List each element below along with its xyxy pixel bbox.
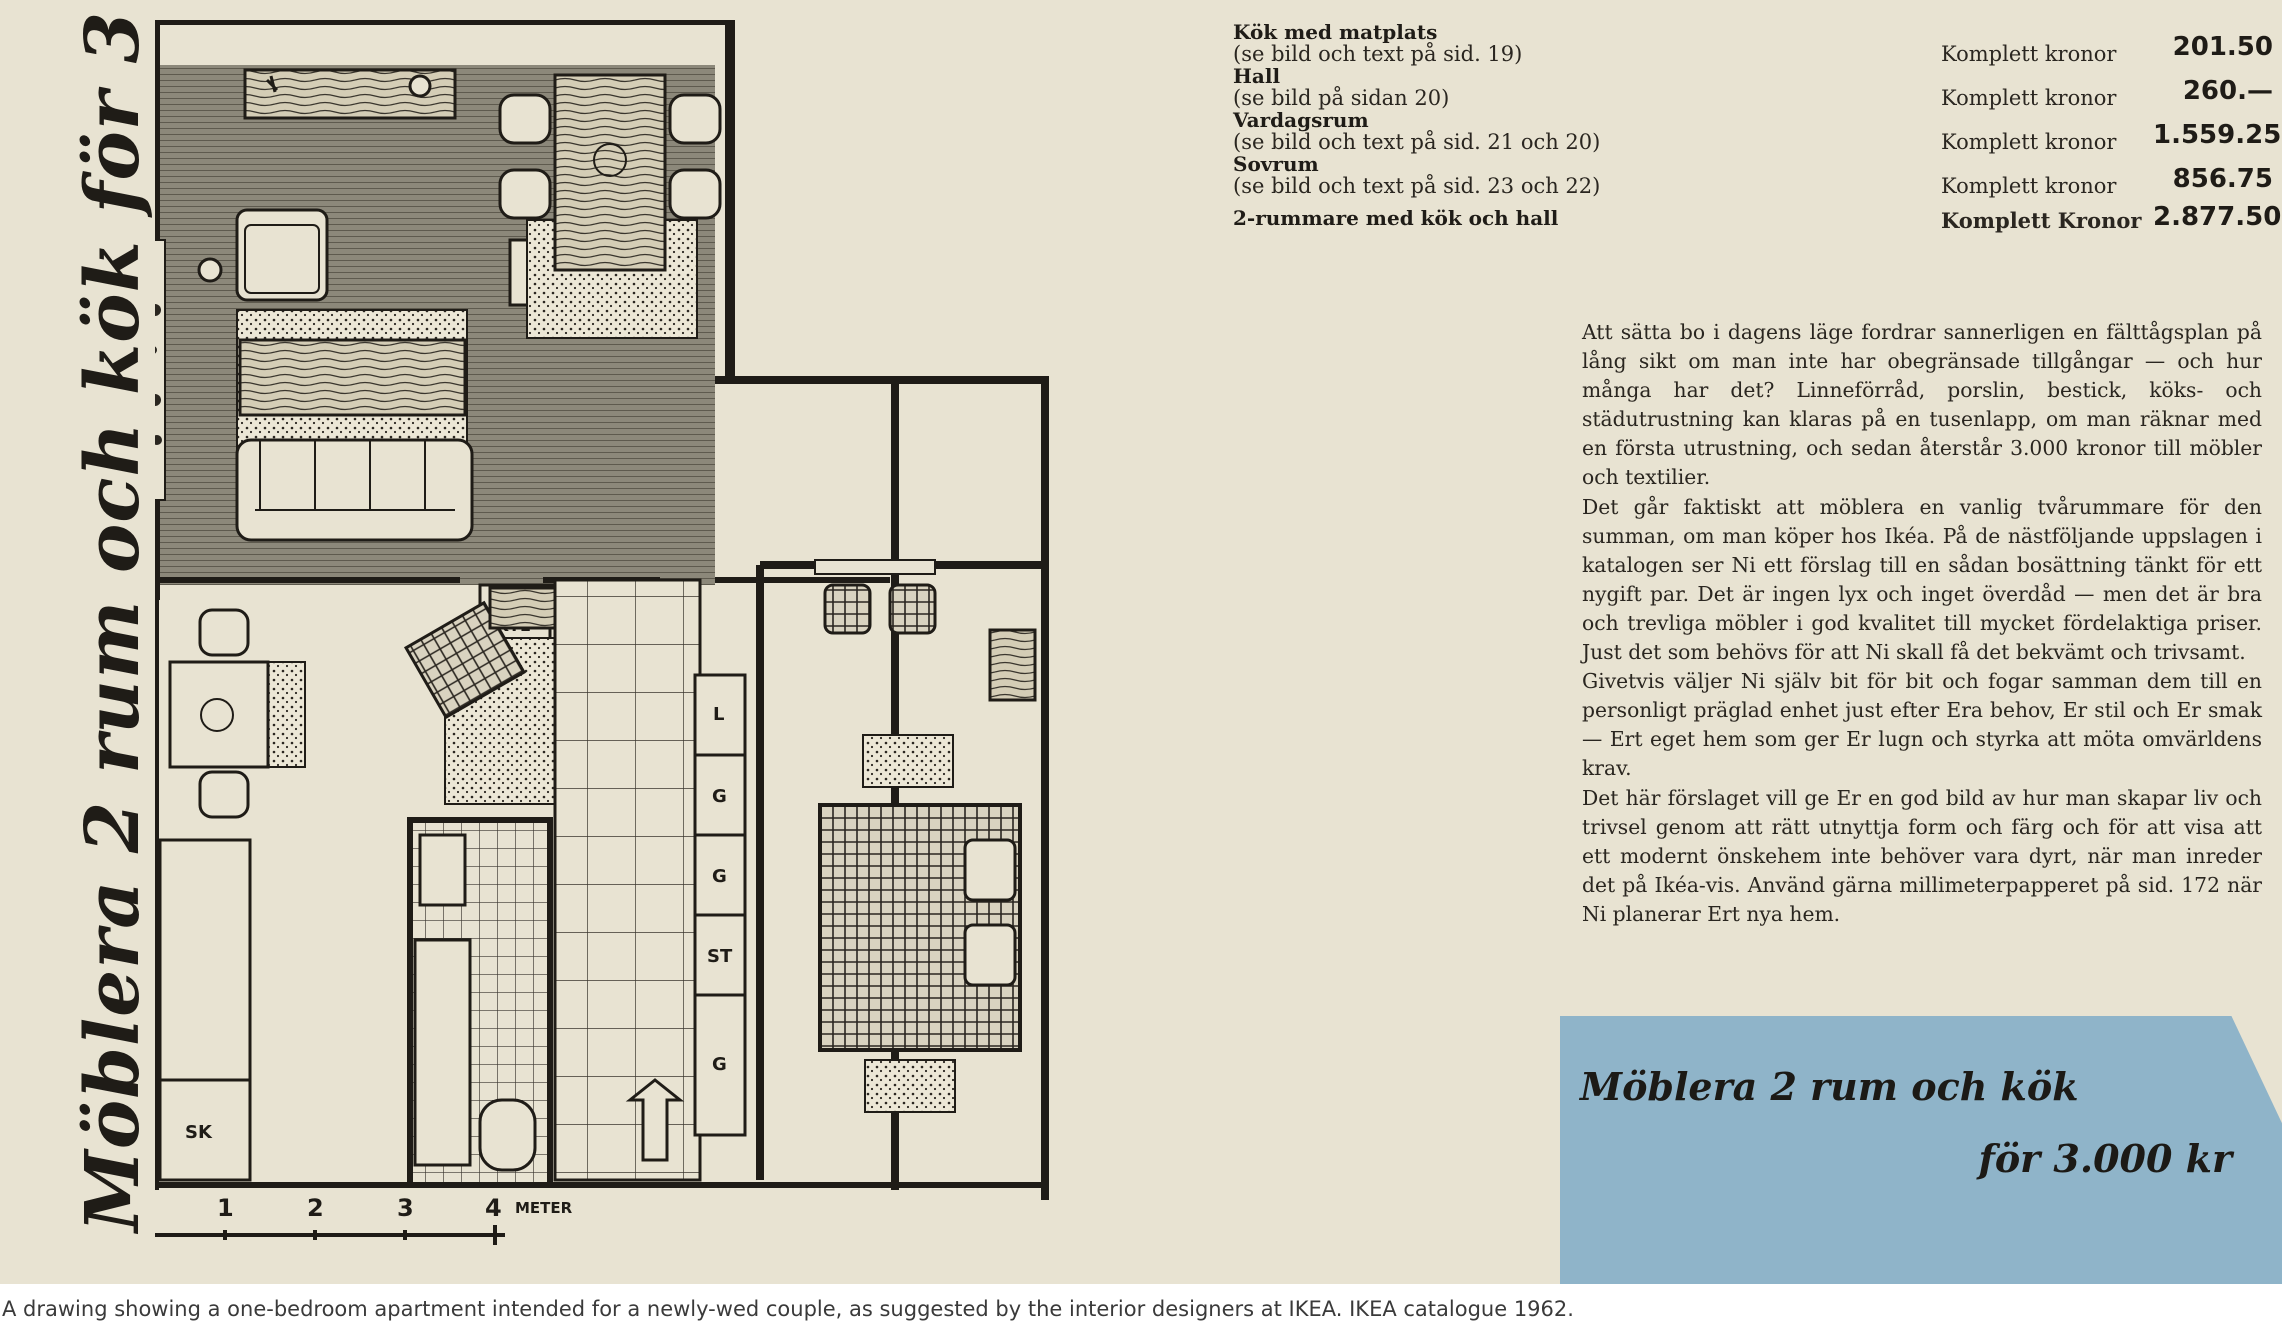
paragraph: Att sätta bo i dagens läge fordrar sanne…	[1582, 320, 2262, 490]
entrance-arrow-icon	[625, 1078, 685, 1162]
price-list: Kök med matplats (se bild och text på si…	[1233, 20, 2282, 238]
scale-tick: 4	[485, 1194, 502, 1222]
paragraph: Det här förslaget vill ge Er en god bild…	[1582, 785, 2262, 926]
closets	[693, 673, 747, 1137]
price-label: Komplett kronor	[1941, 130, 2117, 154]
room-reference: (se bild på sidan 20)	[1233, 86, 1450, 110]
bathtub	[413, 938, 472, 1167]
bedroom-chairs	[823, 583, 937, 635]
total-room-name: 2-rummare med kök och hall	[1233, 206, 1559, 230]
price-total-row: 2-rummare med kök och hall Komplett Kron…	[1233, 202, 2282, 238]
paragraph: Givetvis väljer Ni själv bit för bit och…	[1582, 669, 2262, 781]
price-label: Komplett kronor	[1941, 174, 2117, 198]
scale-tick: 2	[307, 1194, 324, 1222]
room-name: Kök med matplats	[1233, 20, 1438, 44]
living-room-walls	[155, 20, 735, 600]
dining-chair	[498, 93, 552, 145]
catalogue-page: Möblera 2 rum och kök för 3 000 kr.	[0, 0, 2282, 1284]
price-value: 856.75	[2172, 164, 2273, 194]
price-value: 201.50	[2172, 32, 2273, 62]
vertical-title: Möblera 2 rum och kök för 3 000 kr.	[70, 0, 156, 1232]
dining-chair	[668, 168, 722, 220]
floor-plan: KYL SK L G G	[155, 20, 1049, 1245]
banner-line-2: för 3.000 kr	[1978, 1136, 2232, 1181]
dining-chair	[668, 93, 722, 145]
room-reference: (se bild och text på sid. 19)	[1233, 42, 1523, 66]
room-reference: (se bild och text på sid. 21 och 20)	[1233, 130, 1601, 154]
room-name: Sovrum	[1233, 152, 1319, 176]
price-value: 1.559.25	[2153, 120, 2282, 150]
dining-chair	[498, 168, 552, 220]
label-sk: SK	[185, 1122, 213, 1143]
scale-tick: 3	[397, 1194, 414, 1222]
label-g: G	[712, 1054, 727, 1075]
price-label: Komplett kronor	[1941, 42, 2117, 66]
price-row: Vardagsrum (se bild och text på sid. 21 …	[1233, 108, 2282, 155]
total-label: Komplett Kronor	[1941, 208, 2142, 233]
armchair	[235, 208, 329, 302]
dining-table	[553, 73, 667, 272]
label-g: G	[712, 866, 727, 887]
hall-chair	[403, 600, 527, 720]
label-st: ST	[707, 946, 733, 967]
coffee-table	[238, 338, 467, 417]
price-row: Sovrum (se bild och text på sid. 23 och …	[1233, 154, 2273, 202]
room-reference: (se bild och text på sid. 23 och 22)	[1233, 174, 1601, 198]
bedroom-rug-bottom	[864, 1059, 956, 1113]
pillow	[963, 923, 1017, 987]
sofa	[235, 438, 474, 542]
room-name: Vardagsrum	[1233, 108, 1369, 132]
bedroom-walls	[715, 376, 1049, 1200]
entry-floor	[553, 578, 702, 1182]
blue-banner: Möblera 2 rum och kök för 3.000 kr	[1560, 1016, 2282, 1284]
wardrobe	[988, 628, 1037, 702]
pillow	[963, 838, 1017, 902]
price-row: Hall (se bild på sidan 20) Komplett kron…	[1233, 64, 2273, 111]
price-value: 260.—	[2182, 76, 2273, 106]
price-label: Komplett kronor	[1941, 86, 2117, 110]
floor-lamp-icon	[197, 257, 223, 283]
label-g: G	[712, 786, 727, 807]
paragraph: Det går faktiskt att möblera en vanlig t…	[1582, 494, 2262, 665]
price-row: Kök med matplats (se bild och text på si…	[1233, 20, 2273, 67]
bedroom-rug-top	[862, 734, 954, 788]
toilet	[478, 1098, 537, 1172]
scale-bar: 0 1 2 3 4 METER	[155, 1194, 573, 1245]
scale-unit: METER	[515, 1199, 573, 1217]
banner-line-1: Möblera 2 rum och kök	[1580, 1064, 2079, 1109]
total-price: 2.877.50	[2153, 202, 2282, 232]
plants	[155, 304, 162, 445]
scale-tick: 1	[217, 1194, 234, 1222]
room-name: Hall	[1233, 64, 1281, 88]
sink	[418, 833, 467, 907]
body-text: Att sätta bo i dagens läge fordrar sanne…	[1582, 318, 2262, 929]
kitchen-chair	[198, 608, 250, 657]
image-caption: A drawing showing a one-bedroom apartmen…	[2, 1297, 1574, 1321]
kitchen-table	[168, 660, 270, 769]
label-l: L	[713, 704, 724, 725]
kitchen-chair	[198, 770, 250, 819]
